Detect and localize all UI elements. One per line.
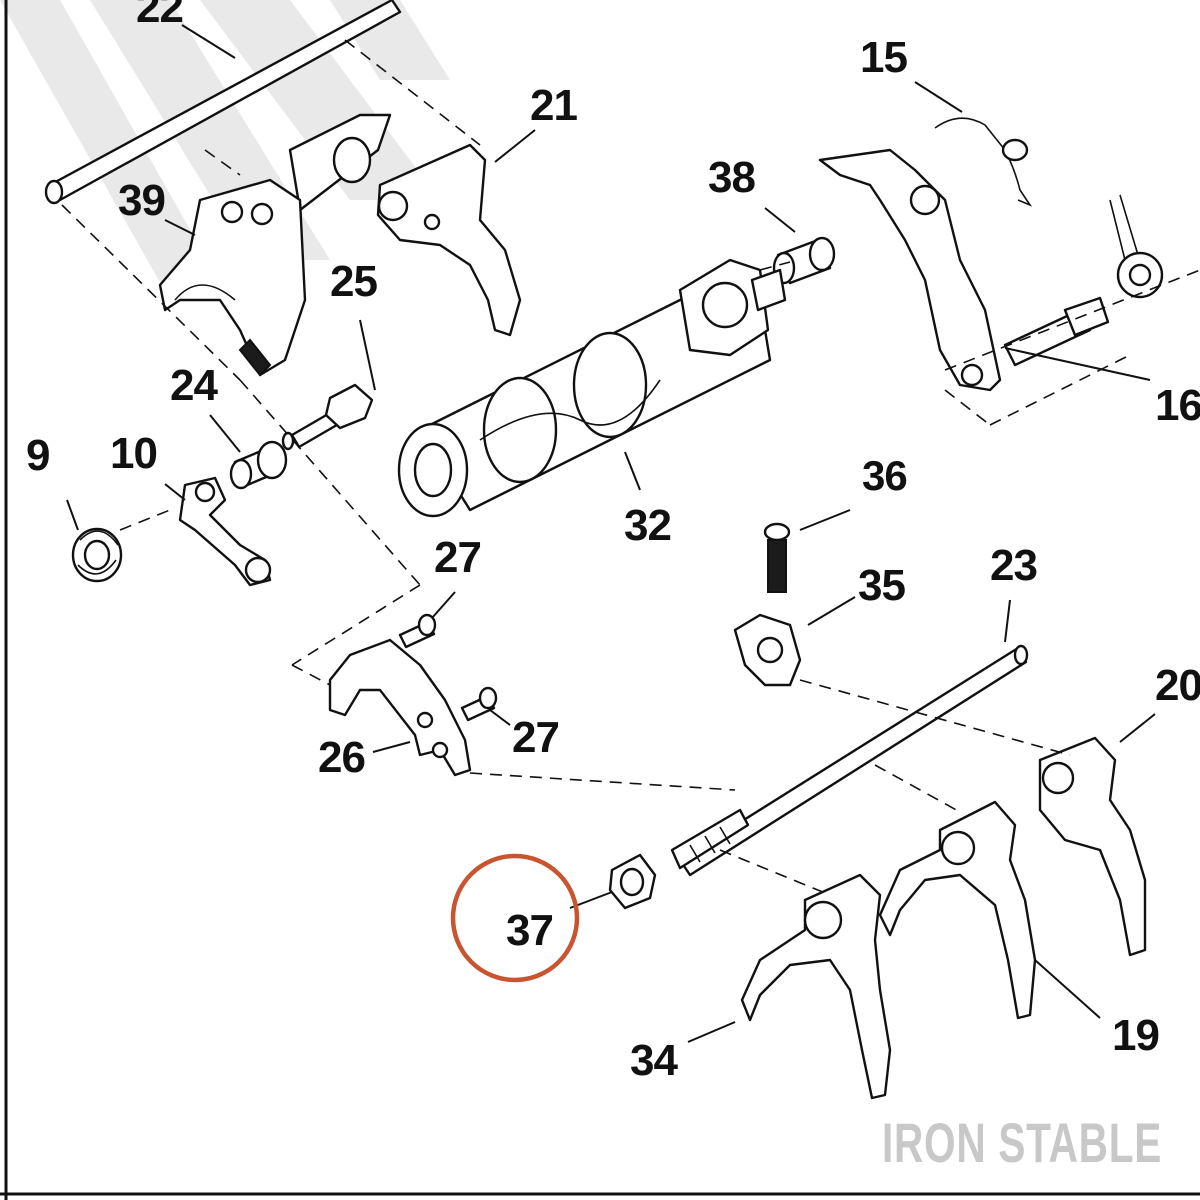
part-35-detent-cam (733, 613, 802, 687)
part-25-bolt (281, 383, 374, 451)
part-26-plate (328, 638, 472, 777)
part-23-fork-rod (670, 644, 1029, 877)
callout-21: 21 (530, 81, 577, 130)
callout-26: 26 (318, 733, 365, 782)
callout-34: 34 (630, 1036, 678, 1085)
callout-37: 37 (506, 906, 553, 955)
part-36-screw (763, 522, 791, 593)
callout-16: 16 (1155, 381, 1200, 430)
callout-38: 38 (708, 153, 755, 202)
part-37-nut (608, 853, 657, 910)
callout-35: 35 (858, 561, 905, 610)
callout-36: 36 (862, 452, 907, 499)
assembly-dashed-lines (61, 39, 1200, 896)
callout-labels: 22 21 39 38 15 25 24 9 10 16 32 36 27 35… (26, 0, 1200, 1085)
highlight-circle (450, 853, 580, 983)
callout-15: 15 (860, 33, 907, 82)
callout-9: 9 (26, 431, 49, 480)
part-spring-right (1109, 194, 1164, 299)
part-34-shift-fork (740, 873, 892, 1100)
callout-24: 24 (170, 361, 218, 410)
callout-20: 20 (1155, 661, 1200, 710)
part-16-shift-shaft (818, 148, 1110, 392)
callout-27-lower: 27 (512, 713, 559, 762)
callout-19: 19 (1112, 1011, 1159, 1060)
part-15-spring (934, 117, 1033, 207)
brand-watermark: IRON STABLE (882, 1111, 1162, 1174)
callout-22: 22 (136, 0, 183, 32)
part-39-shift-fork (158, 113, 392, 377)
leader-lines (66, 24, 1156, 1043)
part-21-shift-fork (376, 143, 522, 337)
part-20-shift-fork (1038, 736, 1147, 957)
part-38-bearing (772, 236, 836, 285)
part-10-lever (178, 476, 272, 587)
part-27-bolt-upper (398, 613, 437, 649)
part-22-shift-rod (44, 0, 402, 205)
part-24-bushing (229, 440, 288, 490)
callout-32: 32 (624, 501, 671, 550)
part-27-bolt-lower (460, 686, 498, 722)
callout-27-upper: 27 (434, 533, 481, 582)
callout-10: 10 (110, 429, 157, 478)
part-32-shift-drum (397, 258, 787, 518)
callout-23: 23 (990, 541, 1037, 590)
callout-25: 25 (330, 257, 377, 306)
part-19-shift-fork (878, 800, 1037, 1020)
part-9-spring (71, 527, 123, 583)
callout-39: 39 (118, 176, 165, 225)
